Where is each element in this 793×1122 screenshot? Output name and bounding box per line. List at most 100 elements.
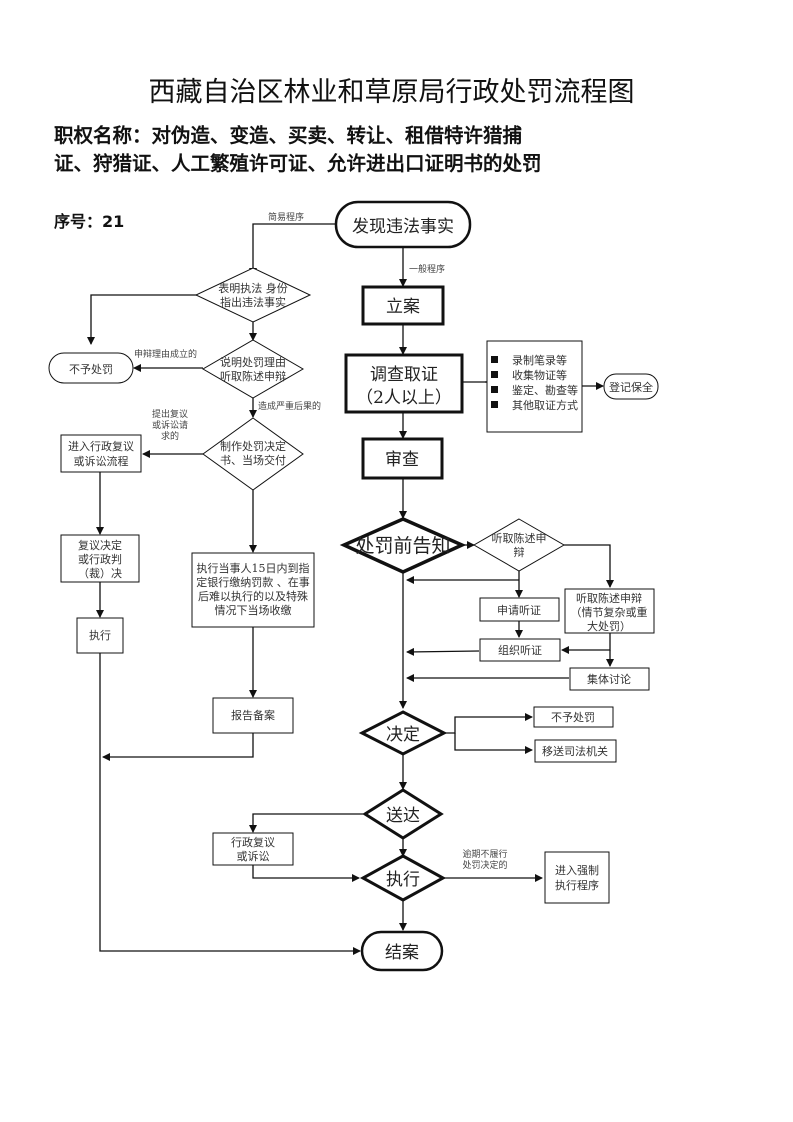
report-label: 报告备案: [231, 708, 275, 722]
execute-simple-label: 执行: [89, 628, 111, 642]
payment-line3: 后难以执行的以及特殊: [198, 589, 308, 603]
apply-hearing-box: 申请听证: [479, 597, 560, 622]
d1-line2: 指出违法事实: [220, 295, 286, 309]
enforce-line2: 执行程序: [555, 878, 599, 892]
review-box-line1: 进入行政复议: [68, 439, 134, 453]
start-label: 发现违法事实: [352, 217, 454, 237]
admin-review-box: 行政复议 或诉讼: [212, 832, 294, 866]
d1-line1: 表明执法 身份: [218, 281, 288, 295]
review-box-line2: 或诉讼流程: [74, 454, 129, 468]
transfer-box: 移送司法机关: [534, 739, 617, 763]
d3-line1: 制作处罚决定: [220, 439, 286, 453]
evidence-item: 其他取证方式: [512, 398, 578, 412]
evidence-item: 鉴定、勘查等: [512, 383, 578, 397]
d2-line2: 听取陈述申辩: [220, 369, 286, 383]
admin-review-line1: 行政复议: [231, 835, 275, 849]
edge-simple: [249, 223, 336, 276]
review-decision-line3: （裁）决: [78, 567, 122, 580]
edge-complex-organize: [561, 633, 611, 654]
hear-decision: 听取陈述申 辩: [473, 518, 565, 572]
hear-line1: 听取陈述申: [492, 531, 547, 545]
close-node: 结案: [360, 930, 444, 972]
payment-box: 执行当事人15日内到指 定银行缴纳罚款 、在事 后难以执行的以及特殊 情况下当场…: [191, 552, 315, 628]
bullet-square-icon: [491, 371, 498, 378]
d2-line1: 说明处罚理由: [220, 355, 286, 369]
deliver-node: 送达: [362, 788, 444, 840]
edge-general-label: 一般程序: [409, 263, 445, 275]
notice-decision: 处罚前告知: [339, 517, 467, 574]
complex-case-box: 听取陈述申辩 （情节复杂或重 大处罚）: [564, 588, 655, 634]
edge-overdue-line2: 处罚决定的: [462, 859, 507, 871]
collective-label: 集体讨论: [587, 672, 631, 686]
connectors: [87, 223, 614, 955]
edge-report-left: [102, 733, 254, 761]
organize-hearing-box: 组织听证: [479, 638, 561, 662]
start-node: 发现违法事实: [334, 200, 472, 249]
review-process-box: 进入行政复议 或诉讼流程: [60, 434, 142, 473]
sequence-number: 序号：21: [54, 212, 125, 231]
execute-general-label: 执行: [386, 870, 420, 890]
edge-review-line2: 或诉讼请: [152, 419, 188, 431]
enforce-line1: 进入强制: [555, 864, 599, 877]
edge-decision-transfer: [454, 733, 533, 754]
no-penalty-simple: 不予处罚: [48, 352, 134, 384]
bullet-square-icon: [491, 356, 498, 363]
execute-simple-box: 执行: [76, 617, 124, 654]
investigate-line1: 调查取证: [370, 365, 438, 385]
no-penalty-general-label: 不予处罚: [551, 711, 595, 724]
investigate-box: 调查取证 （2人以上）: [344, 353, 464, 414]
review-decision-line1: 复议决定: [78, 538, 122, 552]
edge-execute-close: [99, 653, 361, 955]
authority-line-2: 证、狩猎证、人工繁殖许可证、允许进出口证明书的处罚: [54, 152, 542, 175]
authority-line-1: 职权名称：对伪造、变造、买卖、转让、租借特许猎捕: [54, 124, 523, 147]
decision-node: 决定: [358, 710, 448, 756]
transfer-label: 移送司法机关: [542, 744, 608, 758]
filing-box: 立案: [361, 285, 445, 326]
review-decision-box: 复议决定 或行政判 （裁）决: [60, 534, 140, 583]
deliver-label: 送达: [386, 806, 420, 826]
edge-deliver-review: [249, 813, 363, 833]
complex-line1: 听取陈述申辩: [576, 591, 642, 605]
page-title: 西藏自治区林业和草原局行政处罚流程图: [0, 70, 793, 109]
filing-label: 立案: [386, 297, 420, 317]
investigate-line2: （2人以上）: [356, 388, 452, 408]
evidence-item: 收集物证等: [512, 368, 567, 382]
close-label: 结案: [385, 943, 419, 963]
payment-line1: 执行当事人15日内到指: [197, 561, 310, 575]
register-node: 登记保全: [603, 373, 659, 400]
complex-line2: （情节复杂或重: [571, 605, 648, 619]
apply-hearing-label: 申请听证: [497, 604, 541, 617]
payment-line4: 情况下当场收缴: [215, 603, 292, 617]
review-label: 审查: [385, 450, 419, 470]
page-title-text: 西藏自治区林业和草原局行政处罚流程图: [148, 77, 635, 108]
hear-line2: 辩: [514, 545, 525, 559]
review-decision-line2: 或行政判: [78, 552, 122, 566]
edge-hear-complex: [564, 544, 614, 588]
decision-explain: 说明处罚理由 听取陈述申辩: [202, 339, 304, 399]
payment-line2: 定银行缴纳罚款 、在事: [196, 575, 310, 589]
report-box: 报告备案: [212, 697, 294, 734]
authority-name: 职权名称：对伪造、变造、买卖、转让、租借特许猎捕 证、狩猎证、人工繁殖许可证、允…: [54, 122, 774, 178]
review-box: 审查: [361, 437, 444, 480]
edge-review-line3: 求的: [161, 430, 179, 442]
d3-line2: 书、当场交付: [220, 453, 286, 467]
edge-review-line1: 提出复议: [152, 408, 188, 420]
edge-simple-label: 简易程序: [268, 211, 304, 223]
execute-node: 执行: [359, 854, 447, 902]
decision-make: 制作处罚决定 书、当场交付: [202, 417, 304, 491]
register-label: 登记保全: [609, 380, 653, 394]
edge-organize-back: [406, 647, 480, 656]
bullet-square-icon: [491, 386, 498, 393]
no-penalty-simple-label: 不予处罚: [69, 363, 113, 376]
edge-d1-left: [87, 294, 198, 345]
edge-review-execute: [252, 865, 360, 882]
edge-decision-nopenalty: [444, 713, 533, 734]
complex-line3: 大处罚）: [587, 619, 631, 633]
enforce-box: 进入强制 执行程序: [544, 851, 610, 904]
no-penalty-general-box: 不予处罚: [533, 706, 614, 728]
admin-review-line2: 或诉讼: [237, 850, 270, 863]
decision-label: 决定: [386, 725, 420, 745]
